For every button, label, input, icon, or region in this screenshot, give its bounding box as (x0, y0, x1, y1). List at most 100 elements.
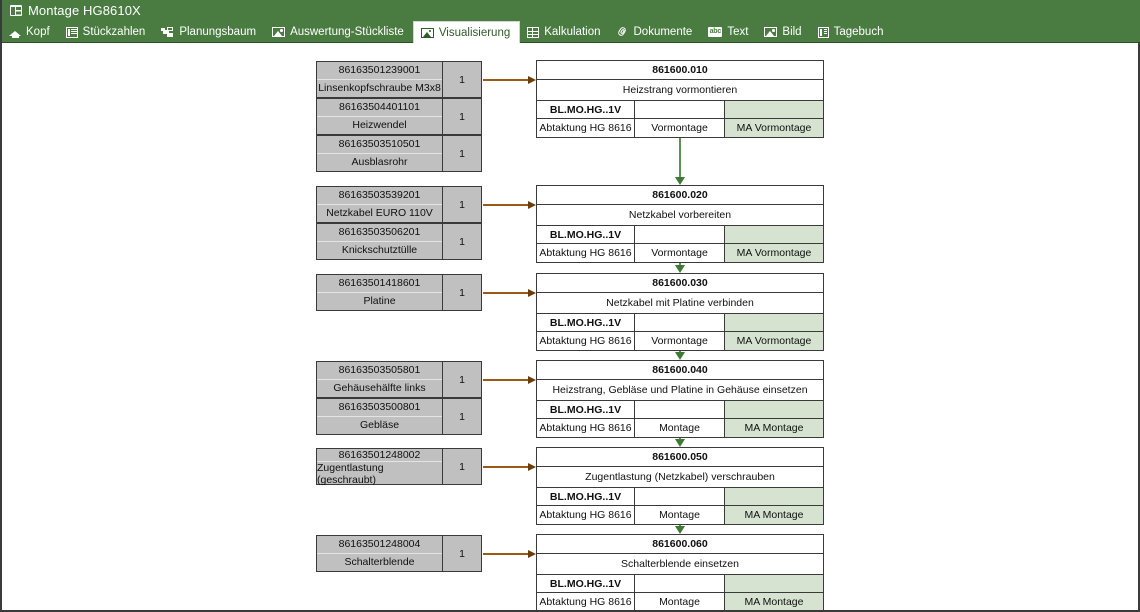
flow-arrow (675, 263, 685, 273)
operation-code: BL.MO.HG..1V (537, 314, 635, 332)
operation-id: 861600.030 (537, 274, 823, 293)
grid-icon (527, 26, 540, 38)
part-info: 86163503500801 Gebläse (317, 399, 443, 434)
part-box[interactable]: 86163501248004 Schalterblende 1 (316, 535, 482, 572)
window-header: Montage HG8610X Kopf Stückzahlen Planung… (2, 0, 1140, 43)
part-name: Heizwendel (352, 119, 407, 132)
operation-row-assign: Abtaktung HG 8616 Montage MA Montage (537, 419, 823, 438)
part-info: 86163501418601 Platine (317, 275, 443, 310)
part-info: 86163503506201 Knickschutztülle (317, 224, 443, 259)
operation-row-assign: Abtaktung HG 8616 Vormontage MA Vormonta… (537, 244, 823, 263)
part-quantity: 1 (459, 235, 465, 248)
operation-resource (725, 314, 823, 332)
operation-code: BL.MO.HG..1V (537, 226, 635, 244)
operation-mid (635, 101, 725, 119)
operation-box[interactable]: 861600.030 Netzkabel mit Platine verbind… (536, 273, 824, 351)
tab-visualisierung[interactable]: Visualisierung (412, 21, 521, 43)
operation-row-code: BL.MO.HG..1V (537, 101, 823, 120)
part-quantity: 1 (459, 73, 465, 86)
tab-kalkulation-label: Kalkulation (544, 26, 601, 38)
material-arrow (483, 200, 536, 209)
part-quantity: 1 (459, 460, 465, 473)
operation-row-code: BL.MO.HG..1V (537, 575, 823, 594)
window-app-icon (10, 5, 22, 16)
operation-group: Abtaktung HG 8616 (537, 419, 635, 438)
operation-stage: Montage (635, 593, 725, 610)
operation-worker: MA Vormontage (725, 244, 823, 263)
operation-row-assign: Abtaktung HG 8616 Vormontage MA Vormonta… (537, 119, 823, 138)
part-info: 86163501248002 Zugentlastung (geschraubt… (317, 449, 443, 486)
operation-row-code: BL.MO.HG..1V (537, 226, 823, 245)
part-number: 86163501248002 (317, 449, 442, 462)
operation-description: Heizstrang vormontieren (537, 80, 823, 102)
part-quantity: 1 (459, 410, 465, 423)
window-title: Montage HG8610X (28, 3, 141, 18)
tab-planungsbaum-label: Planungsbaum (179, 26, 257, 38)
part-box[interactable]: 86163501418601 Platine 1 (316, 274, 482, 311)
operation-resource (725, 575, 823, 593)
material-arrow (483, 549, 536, 558)
home-icon (9, 27, 21, 38)
title-bar: Montage HG8610X (2, 0, 1140, 21)
part-box[interactable]: 86163501239001 Linsenkopfschraube M3x8 1 (316, 61, 482, 98)
tab-dokumente[interactable]: Dokumente (610, 21, 702, 43)
tab-bild[interactable]: Bild (757, 21, 810, 43)
part-info: 86163504401101 Heizwendel (317, 99, 443, 134)
flow-arrow (675, 438, 685, 447)
operation-code: BL.MO.HG..1V (537, 575, 635, 593)
operation-id: 861600.050 (537, 448, 823, 467)
operation-worker: MA Vormontage (725, 332, 823, 351)
part-box[interactable]: 86163503539201 Netzkabel EURO 110V 1 (316, 186, 482, 223)
part-quantity: 1 (459, 198, 465, 211)
part-name: Schalterblende (344, 556, 415, 569)
operation-mid (635, 314, 725, 332)
part-box[interactable]: 86163503506201 Knickschutztülle 1 (316, 223, 482, 260)
part-box[interactable]: 86163504401101 Heizwendel 1 (316, 98, 482, 135)
part-box[interactable]: 86163503500801 Gebläse 1 (316, 398, 482, 435)
operation-box[interactable]: 861600.060 Schalterblende einsetzen BL.M… (536, 534, 824, 610)
tab-text-label: Text (727, 26, 749, 38)
tab-planungsbaum[interactable]: Planungsbaum (154, 21, 265, 43)
material-arrow (483, 462, 536, 471)
tab-auswertung-stueckliste[interactable]: Auswertung-Stückliste (265, 21, 413, 43)
part-name: Ausblasrohr (351, 156, 408, 169)
part-name: Linsenkopfschraube M3x8 (318, 82, 441, 95)
operation-group: Abtaktung HG 8616 (537, 244, 635, 263)
tab-bild-label: Bild (782, 26, 802, 38)
tab-tagebuch[interactable]: Tagebuch (811, 21, 893, 43)
part-quantity: 1 (459, 547, 465, 560)
flow-arrow (675, 138, 685, 185)
part-name: Netzkabel EURO 110V (326, 207, 433, 220)
tab-text[interactable]: abc Text (701, 21, 757, 43)
part-number: 86163503505801 (317, 362, 442, 380)
operation-group: Abtaktung HG 8616 (537, 593, 635, 610)
operation-row-assign: Abtaktung HG 8616 Vormontage MA Vormonta… (537, 332, 823, 351)
flow-arrow (675, 525, 685, 534)
operation-resource (725, 401, 823, 419)
operation-box[interactable]: 861600.020 Netzkabel vorbereiten BL.MO.H… (536, 185, 824, 263)
part-info: 86163503510501 Ausblasrohr (317, 136, 443, 171)
tab-stueckzahlen[interactable]: Stückzahlen (59, 21, 155, 43)
operation-id: 861600.010 (537, 61, 823, 80)
part-box[interactable]: 86163503510501 Ausblasrohr 1 (316, 135, 482, 172)
part-quantity: 1 (459, 147, 465, 160)
part-name: Gebläse (359, 419, 400, 432)
operation-stage: Vormontage (635, 332, 725, 351)
part-info: 86163503505801 Gehäusehälfte links (317, 362, 443, 397)
part-number: 86163503506201 (317, 224, 442, 242)
part-box[interactable]: 86163501248002 Zugentlastung (geschraubt… (316, 448, 482, 486)
visualisation-canvas[interactable]: 86163501239001 Linsenkopfschraube M3x8 1… (2, 43, 1138, 610)
operation-box[interactable]: 861600.010 Heizstrang vormontieren BL.MO… (536, 60, 824, 138)
operation-mid (635, 401, 725, 419)
tab-kopf[interactable]: Kopf (2, 21, 59, 43)
operation-box[interactable]: 861600.050 Zugentlastung (Netzkabel) ver… (536, 447, 824, 525)
operation-code: BL.MO.HG..1V (537, 101, 635, 119)
operation-resource (725, 488, 823, 506)
tab-kalkulation[interactable]: Kalkulation (520, 21, 609, 43)
part-number: 86163501418601 (317, 275, 442, 293)
material-arrow (483, 75, 536, 84)
operation-resource (725, 226, 823, 244)
part-box[interactable]: 86163503505801 Gehäusehälfte links 1 (316, 361, 482, 398)
operation-box[interactable]: 861600.040 Heizstrang, Gebläse und Plati… (536, 360, 824, 438)
